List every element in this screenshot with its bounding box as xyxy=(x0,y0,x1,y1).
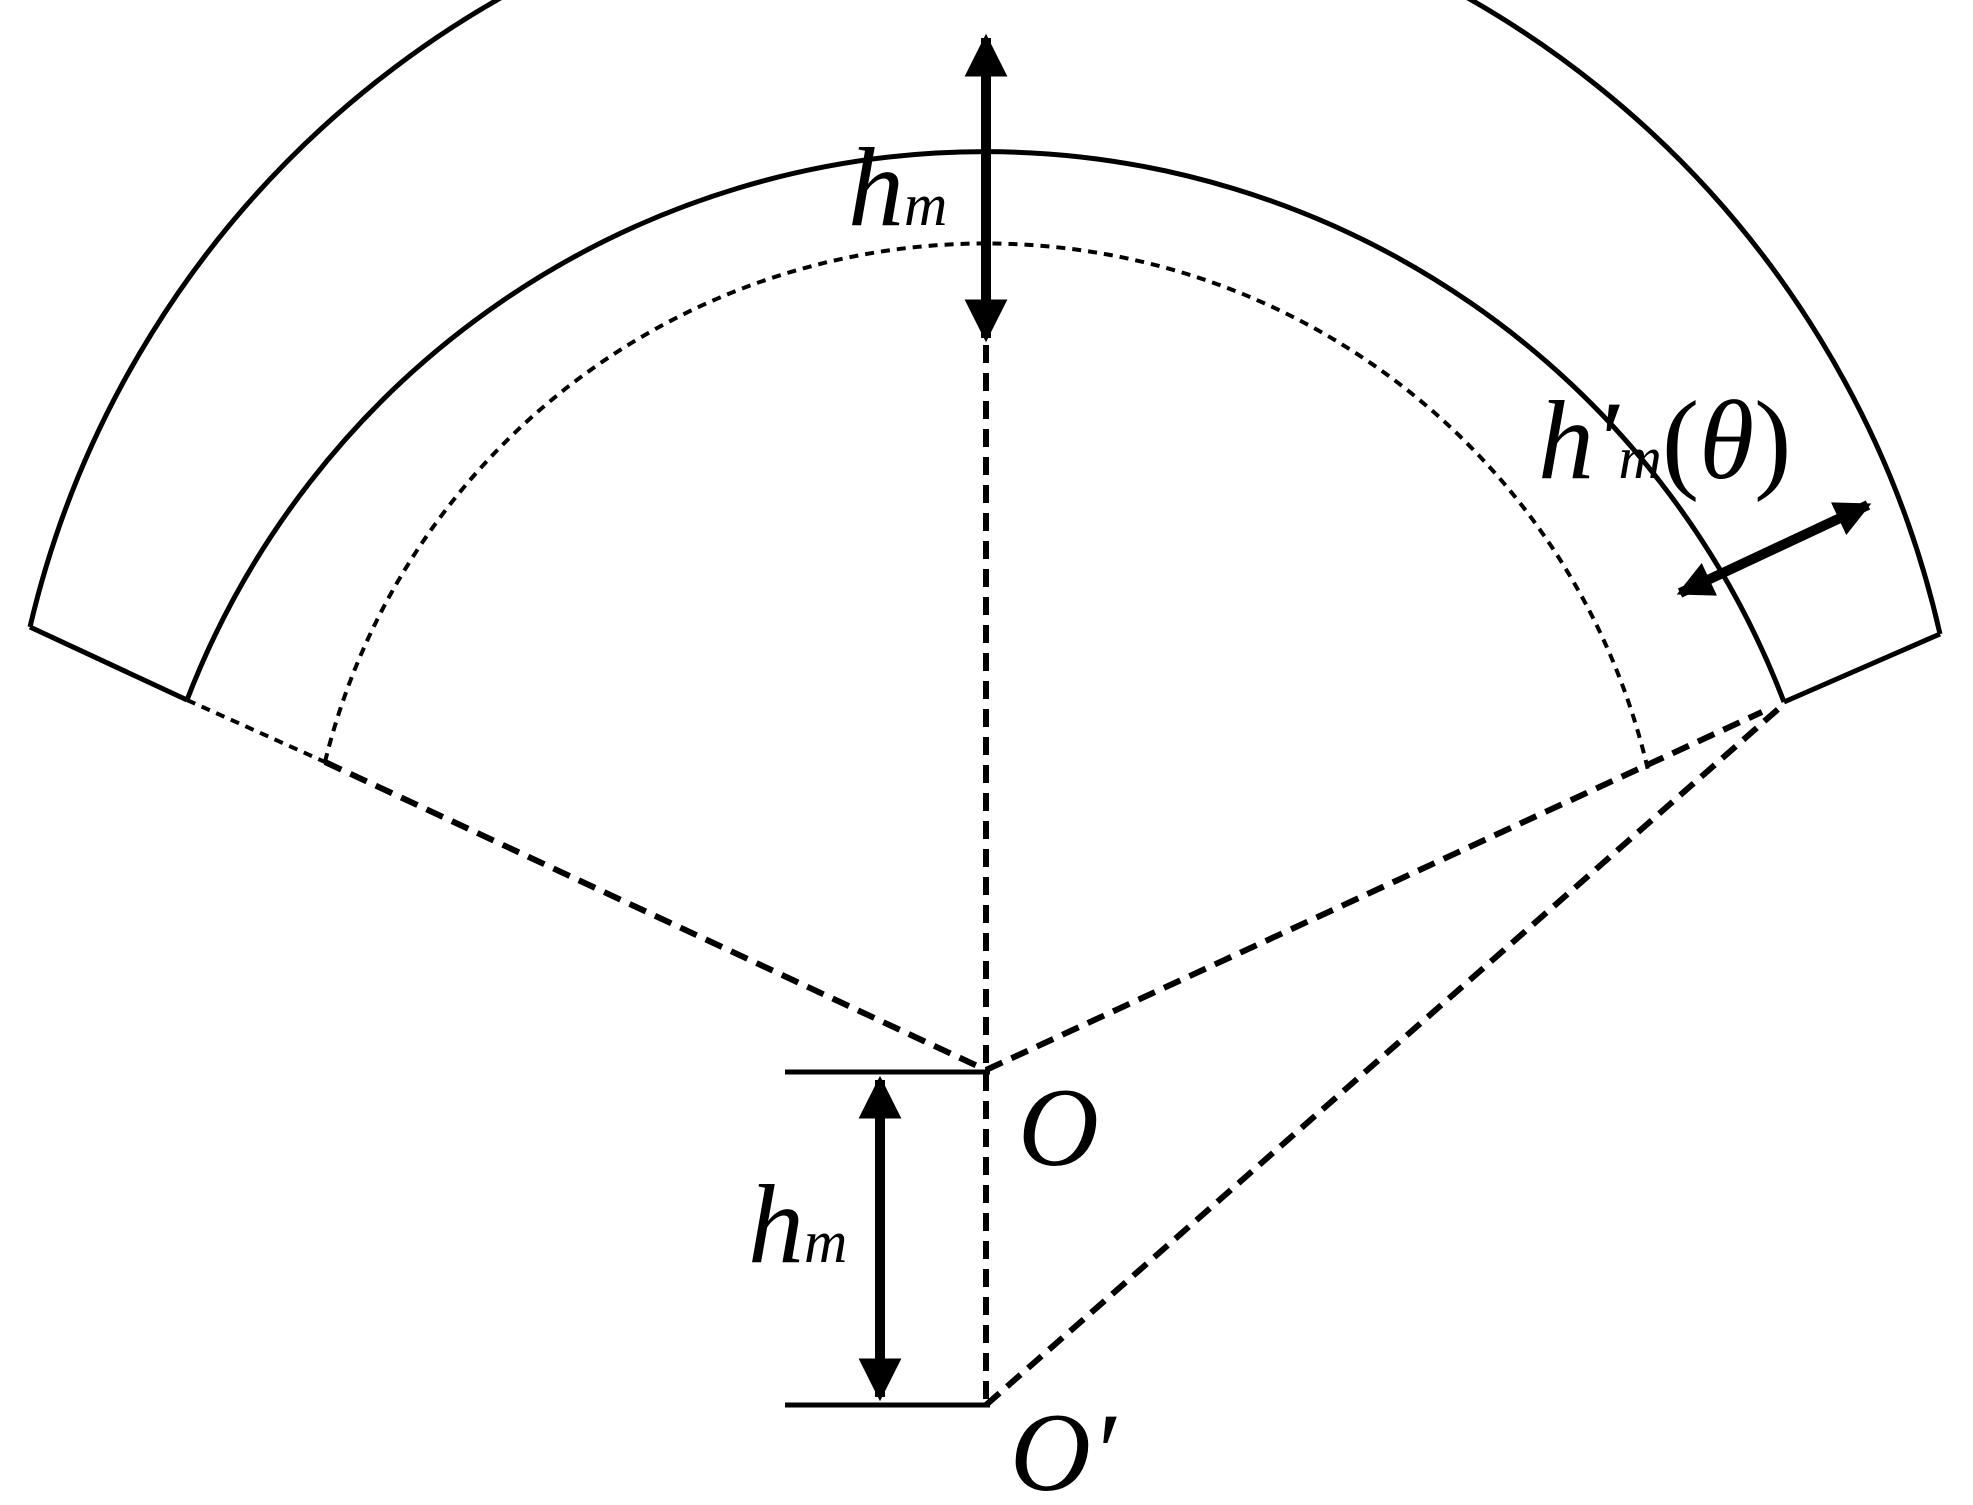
dashed-offset-radius xyxy=(984,701,1786,1408)
dashed-radius-right xyxy=(984,709,1764,1073)
dimension-arrows xyxy=(858,33,1872,1402)
construction-lines xyxy=(186,241,1786,1408)
origin-o-prime-label: O′ xyxy=(1010,1391,1117,1505)
dashed-inner-circle-arc xyxy=(323,241,1650,771)
hm-theta-label: h′m(θ) xyxy=(1538,379,1791,503)
origin-o-label: O xyxy=(1018,1066,1099,1190)
outer-arc xyxy=(27,0,1943,635)
dashed-radius-left xyxy=(323,759,988,1073)
offset-reference-ticks xyxy=(785,1069,990,1408)
hm-top-label: hm xyxy=(848,126,947,250)
dashed-left-extension xyxy=(186,698,326,764)
hm-bottom-label: hm xyxy=(748,1163,847,1287)
left-side-edge xyxy=(28,624,189,703)
right-side-edge xyxy=(1783,631,1941,705)
hm-theta-arrow xyxy=(1676,500,1872,598)
